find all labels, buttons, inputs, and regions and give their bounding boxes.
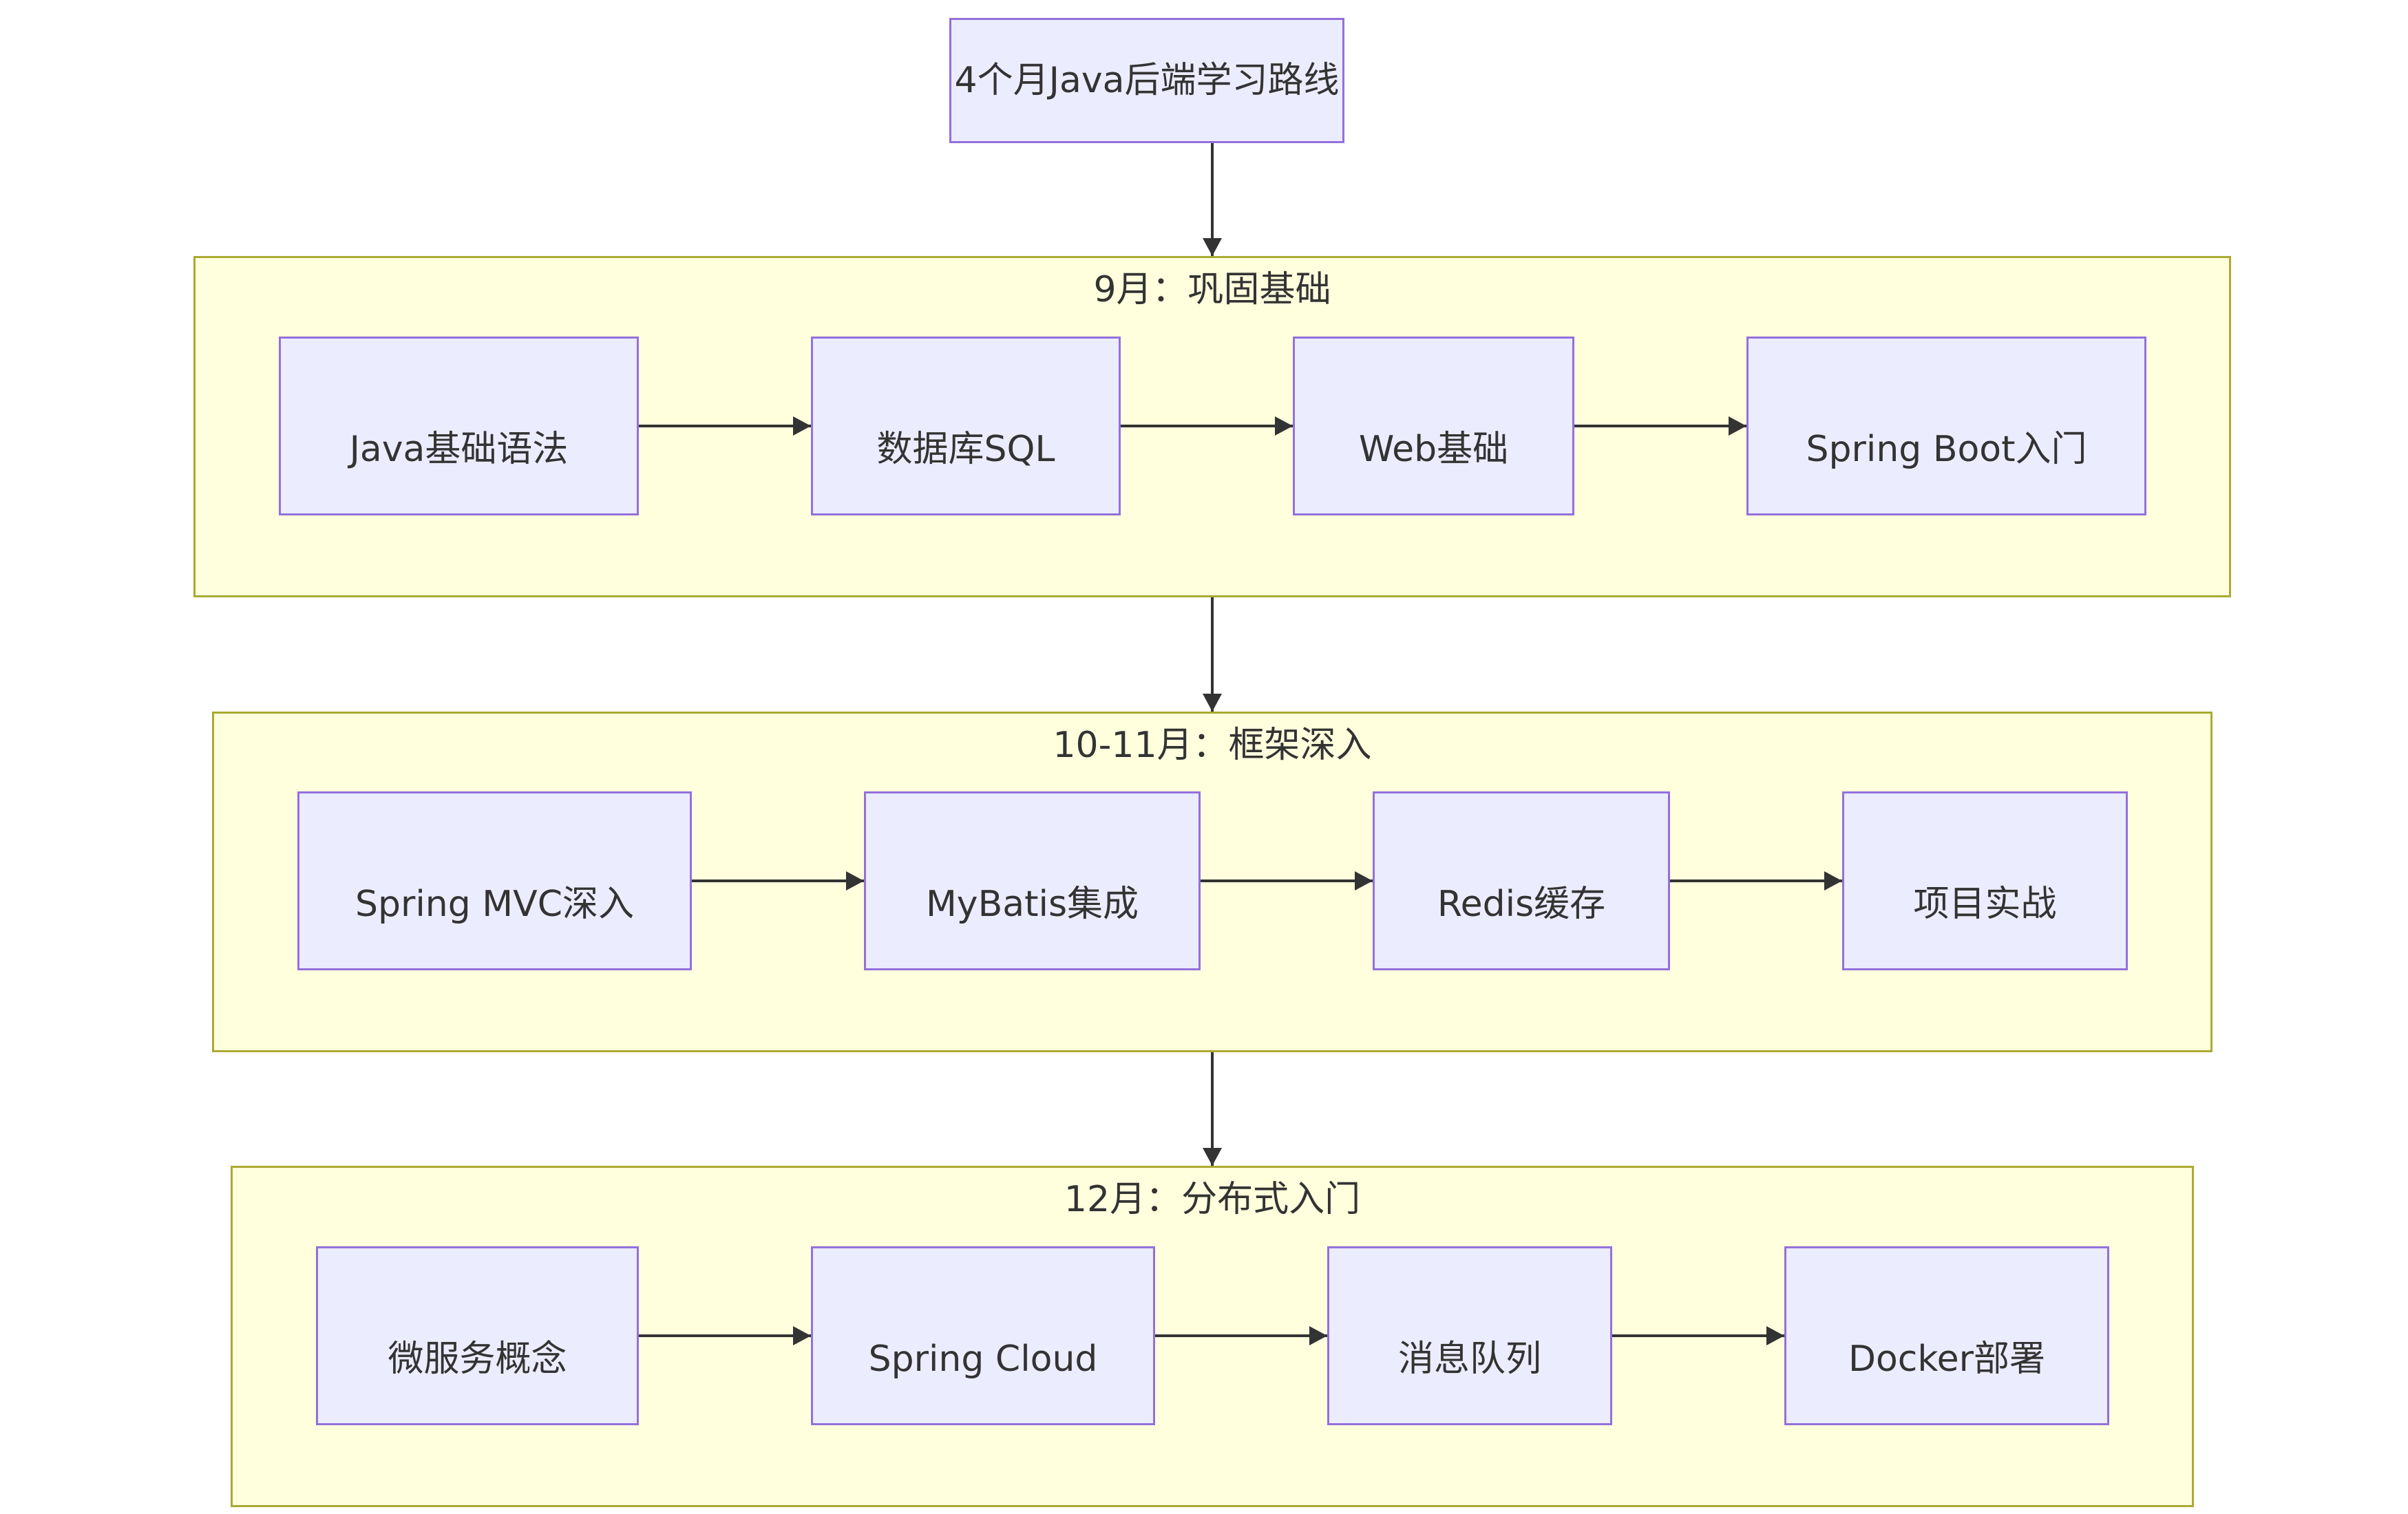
- step-node[interactable]: Docker部署: [1784, 1246, 2109, 1425]
- step-label: 项目实战: [1913, 884, 2057, 925]
- step-label: Web基础: [1358, 429, 1509, 470]
- step-label: Java基础语法: [349, 429, 569, 470]
- step-node[interactable]: Spring Boot入门: [1746, 337, 2146, 515]
- step-label: 数据库SQL: [876, 429, 1055, 470]
- step-node[interactable]: 消息队列: [1327, 1246, 1612, 1425]
- root-node-label: 4个月Java后端学习路线: [954, 60, 1340, 101]
- step-label: Spring MVC深入: [355, 884, 635, 925]
- phase-title: 9月：巩固基础: [1093, 269, 1331, 310]
- step-label: Docker部署: [1848, 1339, 2046, 1380]
- edge-root-to-phase-1-arrowhead: [1203, 238, 1222, 256]
- step-label: Spring Boot入门: [1806, 429, 2087, 470]
- step-label: Spring Cloud: [868, 1339, 1098, 1380]
- step-label: Redis缓存: [1437, 884, 1606, 925]
- phase-title: 10-11月：框架深入: [1053, 725, 1372, 766]
- step-node[interactable]: MyBatis集成: [864, 791, 1201, 970]
- step-node[interactable]: 项目实战: [1842, 791, 2128, 970]
- step-node[interactable]: 微服务概念: [316, 1246, 639, 1425]
- root-node[interactable]: 4个月Java后端学习路线: [949, 18, 1344, 143]
- phase-title: 12月：分布式入门: [1064, 1179, 1361, 1220]
- step-node[interactable]: Spring MVC深入: [297, 791, 692, 970]
- edge-phase-2-to-phase-3-arrowhead: [1203, 1148, 1222, 1166]
- step-node[interactable]: 数据库SQL: [811, 337, 1121, 515]
- step-label: 消息队列: [1397, 1339, 1541, 1380]
- step-node[interactable]: Java基础语法: [279, 337, 639, 515]
- step-node[interactable]: Redis缓存: [1373, 791, 1670, 970]
- step-label: MyBatis集成: [925, 884, 1139, 925]
- step-label: 微服务概念: [388, 1339, 567, 1380]
- step-node[interactable]: Web基础: [1293, 337, 1574, 515]
- step-node[interactable]: Spring Cloud: [811, 1246, 1155, 1425]
- edge-phase-1-to-phase-2-arrowhead: [1203, 694, 1222, 712]
